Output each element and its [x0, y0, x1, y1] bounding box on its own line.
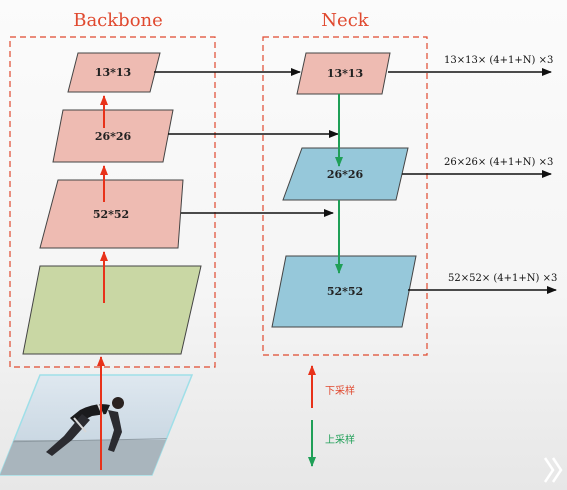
- backbone-label-13: 13*13: [95, 66, 131, 79]
- output-label-26: 26×26× (4+1+N) ×3: [444, 157, 553, 168]
- neck-box-26: [282, 147, 409, 201]
- output-label-52: 52×52× (4+1+N) ×3: [448, 273, 557, 284]
- backbone-box-13: [67, 52, 161, 93]
- neck-box-52: [271, 255, 417, 328]
- player-logo-icon: [543, 457, 563, 483]
- neck-frame: [262, 36, 428, 356]
- backbone-box-input: [22, 265, 202, 355]
- neck-label-26: 26*26: [327, 168, 364, 181]
- backbone-frame: [9, 36, 216, 368]
- neck-label-52: 52*52: [327, 285, 363, 298]
- neck-label-13: 13*13: [327, 67, 363, 80]
- neck-title: Neck: [321, 10, 369, 31]
- backbone-box-52: [39, 179, 184, 249]
- backbone-label-26: 26*26: [95, 130, 132, 143]
- output-label-13: 13×13× (4+1+N) ×3: [444, 55, 553, 66]
- neck-box-13: [296, 52, 391, 95]
- legend-downsample-label: 下采样: [325, 384, 355, 397]
- legend-upsample-label: 上采样: [325, 433, 355, 446]
- backbone-box-26: [52, 109, 174, 163]
- backbone-title: Backbone: [73, 10, 163, 31]
- backbone-label-52: 52*52: [93, 208, 129, 221]
